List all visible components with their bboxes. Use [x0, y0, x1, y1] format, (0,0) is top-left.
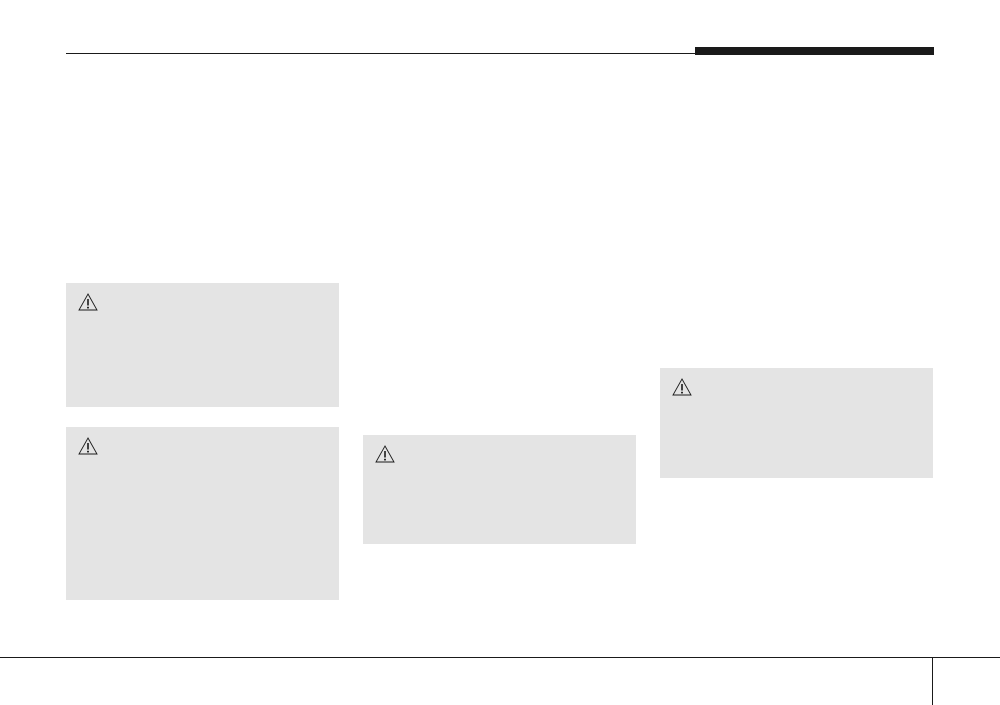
warning-box [66, 283, 339, 407]
warning-triangle-icon [672, 378, 692, 396]
warning-triangle-icon [78, 293, 98, 311]
warning-box [660, 368, 933, 478]
warning-triangle-icon [375, 445, 395, 463]
footer-rule [0, 657, 1000, 658]
warning-box [363, 435, 636, 544]
footer-page-divider [932, 657, 933, 705]
header-section-tab [695, 47, 934, 55]
header-rule [66, 53, 934, 54]
warning-triangle-icon [78, 437, 98, 455]
warning-box [66, 427, 339, 600]
